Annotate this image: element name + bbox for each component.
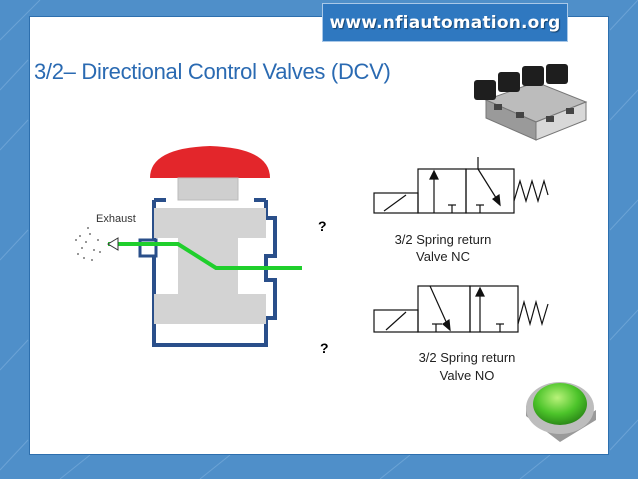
nc-caption-line1: 3/2 Spring return xyxy=(394,232,492,247)
website-url-banner[interactable]: www.nfiautomation.org xyxy=(322,3,568,42)
red-pushbutton-cap xyxy=(150,146,270,178)
flow-path-line xyxy=(108,242,302,270)
spool-upper-land xyxy=(154,208,266,238)
button-stem xyxy=(177,177,239,201)
question-mark-no: ? xyxy=(320,340,329,356)
nc-caption-line2: Valve NC xyxy=(416,249,470,264)
green-button-icon[interactable] xyxy=(520,376,600,448)
no-caption-line2: Valve NO xyxy=(439,368,495,383)
slide-title: 3/2– Directional Control Valves (DCV) xyxy=(34,59,391,84)
valve-symbol-nc xyxy=(373,157,549,214)
pushbutton-valve-diagram xyxy=(75,146,302,347)
exhaust-spray xyxy=(75,227,101,261)
spool-lower-land xyxy=(154,294,266,324)
exhaust-triangle xyxy=(107,237,119,251)
valve-symbol-no xyxy=(373,285,549,333)
no-caption-line1: 3/2 Spring return xyxy=(418,350,516,365)
exhaust-label: Exhaust xyxy=(96,213,136,225)
valve-housing xyxy=(152,200,277,347)
question-mark-nc: ? xyxy=(318,218,327,234)
valve-manifold-image xyxy=(474,64,588,141)
